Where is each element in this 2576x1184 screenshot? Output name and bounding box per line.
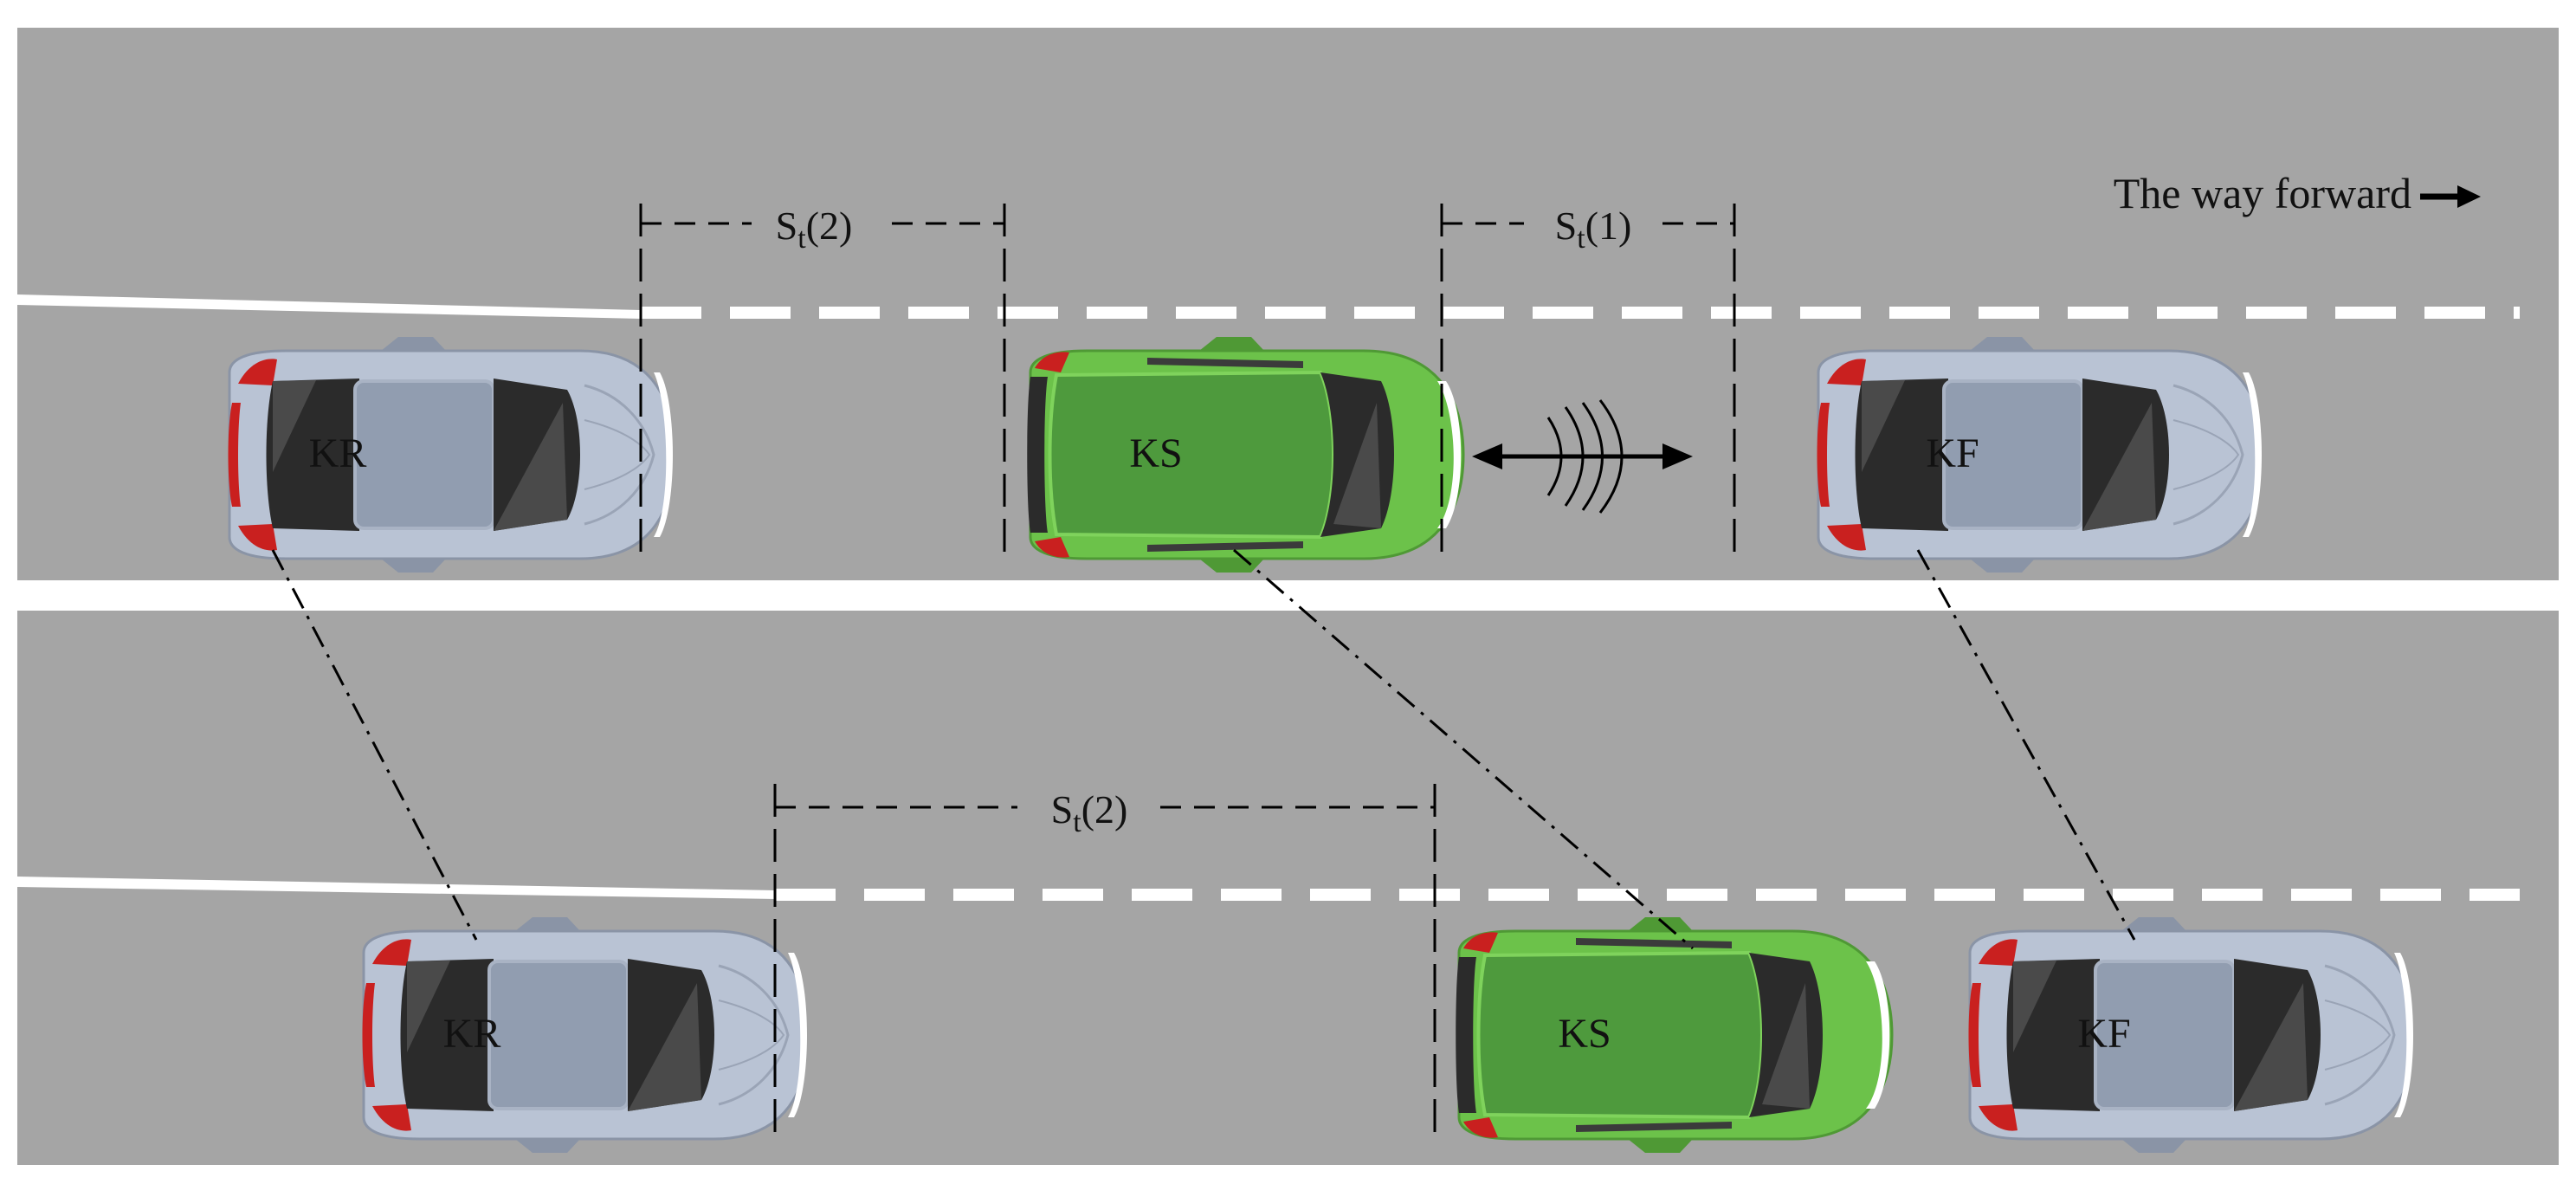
forward-arrow-head — [2457, 185, 2481, 208]
gap-label: St(2) — [776, 204, 853, 255]
link-ks — [1233, 548, 1694, 950]
car-kr-bottom: KR — [360, 915, 809, 1155]
sensing-signal — [1472, 399, 1693, 514]
car-ks-top: KS — [1025, 335, 1465, 574]
signal-arc — [1598, 399, 1624, 514]
arrowhead-right — [1662, 443, 1693, 469]
gap-rear-bottom: St(2) — [775, 787, 1435, 838]
car-label-kr: KR — [443, 1011, 501, 1057]
bottom-scenario: KR KS KF St(2) — [17, 611, 2559, 1165]
car-kf-bottom: KF — [1966, 915, 2415, 1155]
signal-arc — [1564, 406, 1585, 507]
gap-label: St(1) — [1555, 204, 1632, 255]
signal-arc — [1581, 402, 1604, 511]
direction-indicator: The way forward — [2114, 169, 2481, 217]
gap-rear-top: St(2) — [641, 204, 1004, 255]
car-ks-bottom: KS — [1454, 915, 1894, 1155]
car-label-ks: KS — [1558, 1011, 1611, 1057]
gap-front-top: St(1) — [1442, 204, 1734, 255]
lane-edge-taper-bottom — [17, 877, 775, 899]
car-label-kf: KF — [2077, 1011, 2130, 1057]
link-kf — [1916, 549, 2136, 941]
car-label-kr: KR — [309, 430, 367, 476]
car-label-ks: KS — [1129, 430, 1182, 476]
gap-label: St(2) — [1051, 787, 1128, 838]
forward-label: The way forward — [2114, 169, 2411, 217]
car-kf-top: KF — [1815, 335, 2263, 574]
car-kr-top: KR — [226, 335, 675, 574]
arrowhead-left — [1472, 443, 1502, 469]
top-scenario: KR KS KF St(2) — [17, 28, 2559, 580]
correspondence-lines — [271, 548, 2136, 950]
lane-edge-taper-top — [17, 294, 641, 319]
car-label-kf: KF — [1926, 430, 1979, 476]
link-kr — [271, 549, 478, 941]
signal-arc — [1546, 417, 1563, 496]
